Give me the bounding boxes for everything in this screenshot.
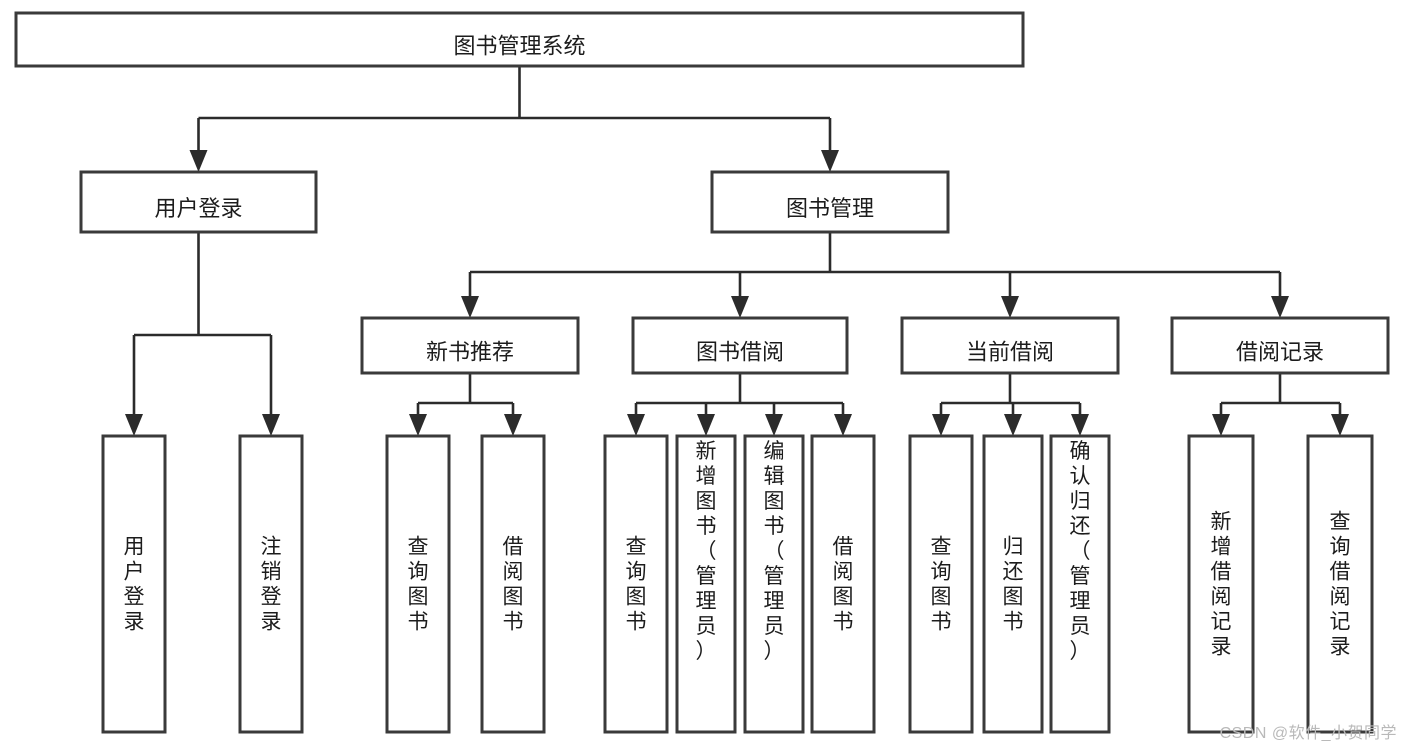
- arrow-head-icon: [765, 414, 783, 436]
- level2-node-0[interactable]: 新书推荐: [360, 316, 580, 375]
- leaf-node-5[interactable]: 新增图书（管理员）: [675, 434, 737, 734]
- leaf-node-7[interactable]: 借阅图书: [810, 434, 876, 734]
- leaf-node-11-box[interactable]: [1187, 434, 1255, 734]
- arrow-head-icon: [189, 150, 208, 172]
- leaf-node-8-box[interactable]: [908, 434, 974, 734]
- leaf-node-8[interactable]: 查询图书: [908, 434, 974, 734]
- leaf-node-0[interactable]: 用户登录: [101, 434, 167, 734]
- leaf-node-1-box[interactable]: [238, 434, 304, 734]
- arrow-head-icon: [697, 414, 715, 436]
- level1-node-0[interactable]: 用户登录: [79, 170, 318, 234]
- leaf-node-5-label: 新增图书（管理员）: [696, 440, 717, 663]
- arrow-head-icon: [627, 414, 645, 436]
- arrow-head-icon: [1271, 296, 1289, 318]
- level2-node-2-box[interactable]: [900, 316, 1120, 375]
- leaf-node-12-label: 查询借阅记录: [1330, 511, 1351, 659]
- leaf-node-4[interactable]: 查询图书: [603, 434, 669, 734]
- arrow-head-icon: [731, 296, 749, 318]
- level1-node-0-label: 用户登录: [154, 196, 242, 221]
- arrow-head-icon: [504, 414, 522, 436]
- leaf-node-9-box[interactable]: [982, 434, 1044, 734]
- level1-node-1-box[interactable]: [710, 170, 950, 234]
- leaf-node-10[interactable]: 确认归还（管理员）: [1049, 434, 1111, 734]
- level2-node-1-box[interactable]: [631, 316, 849, 375]
- leaf-node-9[interactable]: 归还图书: [982, 434, 1044, 734]
- watermark-label: CSDN @软件_小贺同学: [1219, 725, 1397, 742]
- level1-node-0-box[interactable]: [79, 170, 318, 234]
- leaf-node-3-label: 借阅图书: [503, 536, 524, 634]
- level2-node-2[interactable]: 当前借阅: [900, 316, 1120, 375]
- leaf-node-2[interactable]: 查询图书: [385, 434, 451, 734]
- arrow-head-icon: [932, 414, 950, 436]
- arrow-head-icon: [125, 414, 143, 436]
- leaf-node-1-label: 注销登录: [261, 536, 282, 634]
- root-node--box[interactable]: [14, 11, 1025, 68]
- leaf-node-2-box[interactable]: [385, 434, 451, 734]
- level1-node-1-label: 图书管理: [786, 196, 874, 221]
- leaf-node-10-label: 确认归还（管理员）: [1070, 440, 1091, 663]
- arrow-head-icon: [461, 296, 479, 318]
- leaf-node-7-label: 借阅图书: [833, 536, 854, 634]
- leaf-node-4-box[interactable]: [603, 434, 669, 734]
- arrow-head-icon: [1004, 414, 1022, 436]
- leaf-node-0-label: 用户登录: [124, 536, 145, 634]
- leaf-node-8-label: 查询图书: [931, 536, 952, 634]
- arrow-head-icon: [1212, 414, 1230, 436]
- leaf-node-5-box[interactable]: [675, 434, 737, 734]
- leaf-node-1[interactable]: 注销登录: [238, 434, 304, 734]
- arrow-head-icon: [834, 414, 852, 436]
- level2-node-0-label: 新书推荐: [426, 339, 514, 364]
- leaf-node-4-label: 查询图书: [626, 536, 647, 634]
- leaf-node-3[interactable]: 借阅图书: [480, 434, 546, 734]
- leaf-node-11[interactable]: 新增借阅记录: [1187, 434, 1255, 734]
- leaf-node-10-box[interactable]: [1049, 434, 1111, 734]
- leaf-node-7-box[interactable]: [810, 434, 876, 734]
- arrow-head-icon: [1071, 414, 1089, 436]
- root-node--label: 图书管理系统: [453, 33, 585, 58]
- level2-node-1[interactable]: 图书借阅: [631, 316, 849, 375]
- leaf-node-3-box[interactable]: [480, 434, 546, 734]
- nodes-layer: 图书管理系统用户登录图书管理新书推荐图书借阅当前借阅借阅记录用户登录注销登录查询…: [14, 11, 1390, 734]
- leaf-node-12-box[interactable]: [1306, 434, 1374, 734]
- leaf-node-6-label: 编辑图书（管理员）: [764, 440, 785, 663]
- leaf-node-0-box[interactable]: [101, 434, 167, 734]
- root-node-[interactable]: 图书管理系统: [14, 11, 1025, 68]
- level2-node-0-box[interactable]: [360, 316, 580, 375]
- level2-node-3-label: 借阅记录: [1236, 339, 1324, 364]
- level2-node-3[interactable]: 借阅记录: [1170, 316, 1390, 375]
- level2-node-2-label: 当前借阅: [966, 339, 1054, 364]
- leaf-node-6-box[interactable]: [743, 434, 805, 734]
- leaf-node-9-label: 归还图书: [1003, 536, 1024, 634]
- level1-node-1[interactable]: 图书管理: [710, 170, 950, 234]
- level2-node-3-box[interactable]: [1170, 316, 1390, 375]
- arrow-head-icon: [409, 414, 427, 436]
- connectors-layer: [125, 66, 1349, 436]
- leaf-node-12[interactable]: 查询借阅记录: [1306, 434, 1374, 734]
- leaf-node-6[interactable]: 编辑图书（管理员）: [743, 434, 805, 734]
- arrow-head-icon: [262, 414, 280, 436]
- arrow-head-icon: [1001, 296, 1019, 318]
- arrow-head-icon: [821, 150, 839, 172]
- level2-node-1-label: 图书借阅: [696, 339, 784, 364]
- leaf-node-2-label: 查询图书: [408, 536, 429, 634]
- arrow-head-icon: [1331, 414, 1349, 436]
- leaf-node-11-label: 新增借阅记录: [1211, 511, 1232, 659]
